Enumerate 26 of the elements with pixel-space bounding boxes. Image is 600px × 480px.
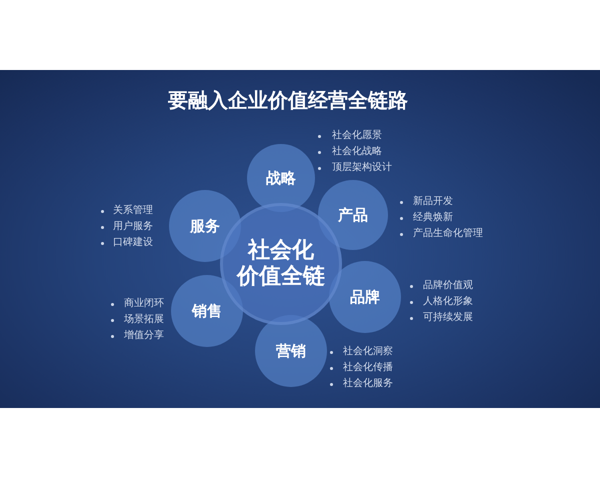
node-label: 社会化价值全链: [237, 238, 325, 290]
bullet-text: 关系管理: [113, 204, 153, 217]
bullet-text: 场景拓展: [124, 313, 164, 326]
node-label: 销售: [192, 302, 222, 320]
bullet-text: 社会化洞察: [343, 345, 393, 358]
node-label: 品牌: [350, 288, 380, 306]
bullet-text: 人格化形象: [423, 295, 473, 308]
node-label: 产品: [338, 206, 368, 224]
bullet-text: 可持续发展: [423, 311, 473, 324]
bullet-text: 社会化服务: [343, 377, 393, 390]
bullet-text: 新品开发: [413, 195, 453, 208]
node-label: 服务: [190, 217, 220, 235]
title: 要融入企业价值经营全链路: [168, 88, 408, 112]
bullet-text: 用户服务: [113, 220, 153, 233]
bullet-text: 商业闭环: [124, 297, 164, 310]
bullet-text: 品牌价值观: [423, 279, 473, 292]
bullet-text: 口碑建设: [113, 236, 153, 249]
bullet-text: 社会化战略: [332, 145, 382, 158]
node-label: 战略: [266, 169, 296, 187]
bullet-text: 增值分享: [124, 329, 164, 342]
bullet-text: 顶层架构设计: [332, 161, 392, 174]
bullet-text: 社会化愿景: [332, 129, 382, 142]
bullet-text: 经典焕新: [413, 211, 453, 224]
bullet-text: 产品生命化管理: [413, 227, 483, 240]
node-label: 营销: [276, 342, 306, 360]
bullet-text: 社会化传播: [343, 361, 393, 374]
